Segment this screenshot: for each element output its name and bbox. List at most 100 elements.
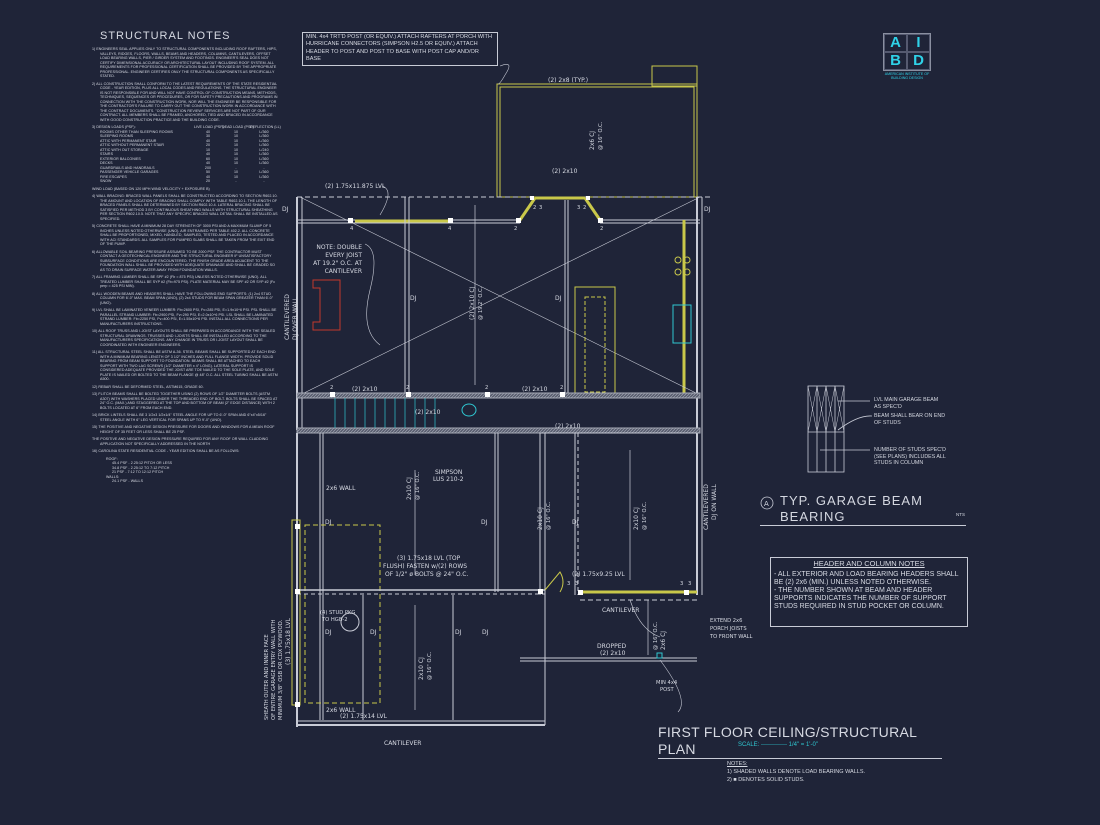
load-value: 30 [205, 134, 211, 138]
dj-label: DJ [282, 206, 289, 213]
note-item: 11) ALL STRUCTURAL STEEL SHALL BE ASTM A… [92, 350, 278, 381]
loads-header: DEAD LOAD (PSF) [222, 125, 254, 129]
load-value: 40 [205, 129, 211, 134]
loads-header: DEFLECTION (LL) [250, 125, 281, 129]
post-marker [656, 652, 663, 659]
cantilevered-left-2: DJ OVER WALL [292, 296, 299, 340]
sheath-3: MINIMUM 3/8" OSB OR CDX PLYWOOD. [278, 619, 284, 720]
porch-post-note: MIN. 4x4 TRT'D POST (OR EQUIV.) ATTACH R… [302, 32, 498, 66]
door-swing [544, 571, 564, 593]
svg-text:2: 2 [560, 385, 563, 391]
note-item: 15) THE POSITIVE AND NEGATIVE DESIGN PRE… [92, 425, 275, 434]
cantilevered-right-1: CANTILEVERED [703, 484, 710, 530]
note-item: 12) REBAR SHALL BE DEFORMED STEEL, ASTM6… [92, 384, 204, 389]
load-value: 10 [205, 147, 211, 152]
load-category: PASSENGER VEHICLE GARAGES [100, 170, 159, 174]
load-category: ATTIC WITH PERMANENT STAIR [100, 138, 157, 143]
post-1: MIN 4x4 [656, 680, 678, 686]
design-loads-table: 3) DESIGN LOADS (PSF): LIVE LOAD (PSF) D… [92, 125, 281, 184]
dj-label: DJ [482, 629, 489, 636]
svg-text:2: 2 [406, 385, 409, 391]
dropped-2: (2) 2x10 [600, 650, 626, 657]
porch-cj-oc-label: @ 16" O.C. [653, 621, 659, 650]
note-item: 2) ALL CONSTRUCTION SHALL CONFORM TO THE… [92, 81, 278, 122]
load-value: L/240 [259, 147, 269, 152]
dj-label: DJ [325, 519, 332, 526]
header-notes-title: HEADER AND COLUMN NOTES [813, 559, 925, 568]
header-note: - ALL EXTERIOR AND LOAD BEARING HEADERS … [774, 571, 959, 586]
dropped-1: DROPPED [597, 643, 627, 650]
kitchen-island [574, 286, 616, 396]
detail-marker-letter: A [764, 500, 769, 508]
extend-3: TO FRONT WALL [709, 634, 753, 640]
load-value: 10 [233, 134, 239, 138]
cj-oc-label: @ 16" O.C. [546, 501, 552, 530]
dj-label: DJ [455, 629, 462, 636]
svg-text:3: 3 [688, 581, 691, 587]
floor-plan [291, 64, 713, 727]
bearing-wall [296, 427, 701, 434]
note-item: 5) CONCRETE SHALL HAVE A MINIMUM 28 DAY … [92, 224, 275, 246]
load-value: L/360 [259, 161, 269, 165]
load-value: L/360 [259, 170, 269, 174]
header-label: (2) 2x10 [352, 386, 378, 393]
cj-label: 2x10 CJ [537, 507, 544, 530]
stud-pkg-2: TO HGB-2 [321, 617, 348, 623]
cj-oc-label: @ 16" O.C. [415, 471, 421, 500]
simpson-2: LUS 210-2 [433, 476, 464, 483]
toilet [461, 403, 477, 417]
load-value: - [235, 179, 237, 183]
cantilevered-right-2: DJ ON WALL [711, 484, 718, 520]
porch [496, 65, 698, 198]
svg-text:2: 2 [583, 205, 586, 211]
note-double-3: AT 19.2" O.C. AT [313, 260, 362, 267]
logo-letter: A [884, 34, 907, 52]
logo-letter: B [884, 52, 907, 70]
load-value: 20 [205, 179, 211, 183]
load-value: L/360 [259, 156, 269, 161]
kitchen-sink [672, 304, 692, 344]
loads-title: 3) DESIGN LOADS (PSF): [92, 125, 136, 129]
load-value: 10 [233, 174, 239, 179]
load-value: - [235, 165, 237, 170]
cj-oc-label: @ 16" O.C. [427, 651, 433, 680]
svg-text:3: 3 [680, 581, 683, 587]
svg-text:4: 4 [350, 226, 354, 232]
note-item: 9) LVL SHALL BE LAMINATED VENEER LUMBER:… [92, 308, 277, 326]
plan-note: 1) SHADED WALLS DENOTE LOAD BEARING WALL… [727, 769, 866, 775]
note-double-4: CANTILEVER [325, 268, 362, 275]
load-value: 200 [204, 165, 212, 170]
walls-label: WALLS: [106, 474, 120, 479]
cj-label: 2x10 CJ [633, 507, 640, 530]
cantilever-label: CANTILEVER [384, 740, 421, 747]
roof-load: 45.4 PSF - 2.25:12 PITCH OR LESS [112, 461, 173, 465]
dj-label: DJ [555, 295, 562, 302]
note-double-1: NOTE: DOUBLE [316, 244, 362, 251]
load-value: 10 [233, 147, 239, 152]
plan-labels: (2) 2x8 (TYP.) 2x6 CJ @ 16" O.C. (2) 1.7… [264, 77, 753, 747]
note-item: 1) ENGINEERS SEAL APPLIES ONLY TO STRUCT… [92, 47, 277, 78]
svg-text:4: 4 [448, 226, 452, 232]
walls-load: 24.1 PSF - WALLS [112, 479, 144, 483]
simpson-1: SIMPSON [435, 469, 462, 476]
note-item: 4) WALL BRACING: BRACED WALL PANELS SHAL… [92, 194, 278, 221]
cantilever-label: CANTILEVER [602, 607, 639, 614]
solid-studs [295, 196, 689, 707]
dj-label: DJ [410, 295, 417, 302]
garage-beam-scale: NTS [956, 512, 965, 517]
load-value: 10 [233, 152, 239, 156]
load-value: 10 [233, 138, 239, 143]
load-category: ATTIC WITH OUT STORAGE [100, 147, 149, 152]
header-note: - THE NUMBER SHOWN AT BEAM AND HEADER SU… [774, 587, 947, 610]
dj-label: DJ [325, 629, 332, 636]
bay-header-label: (2) 2x10 [552, 168, 578, 175]
load-category: GUARDRAILS AND HANDRAILS [100, 165, 155, 170]
load-value: - [263, 165, 265, 170]
stairs [334, 398, 436, 428]
load-value: 40 [205, 138, 211, 143]
load-value: 10 [233, 156, 239, 161]
load-value: 60 [205, 156, 211, 161]
load-value: L/360 [259, 134, 269, 138]
dashed-beam-outline [304, 524, 381, 704]
